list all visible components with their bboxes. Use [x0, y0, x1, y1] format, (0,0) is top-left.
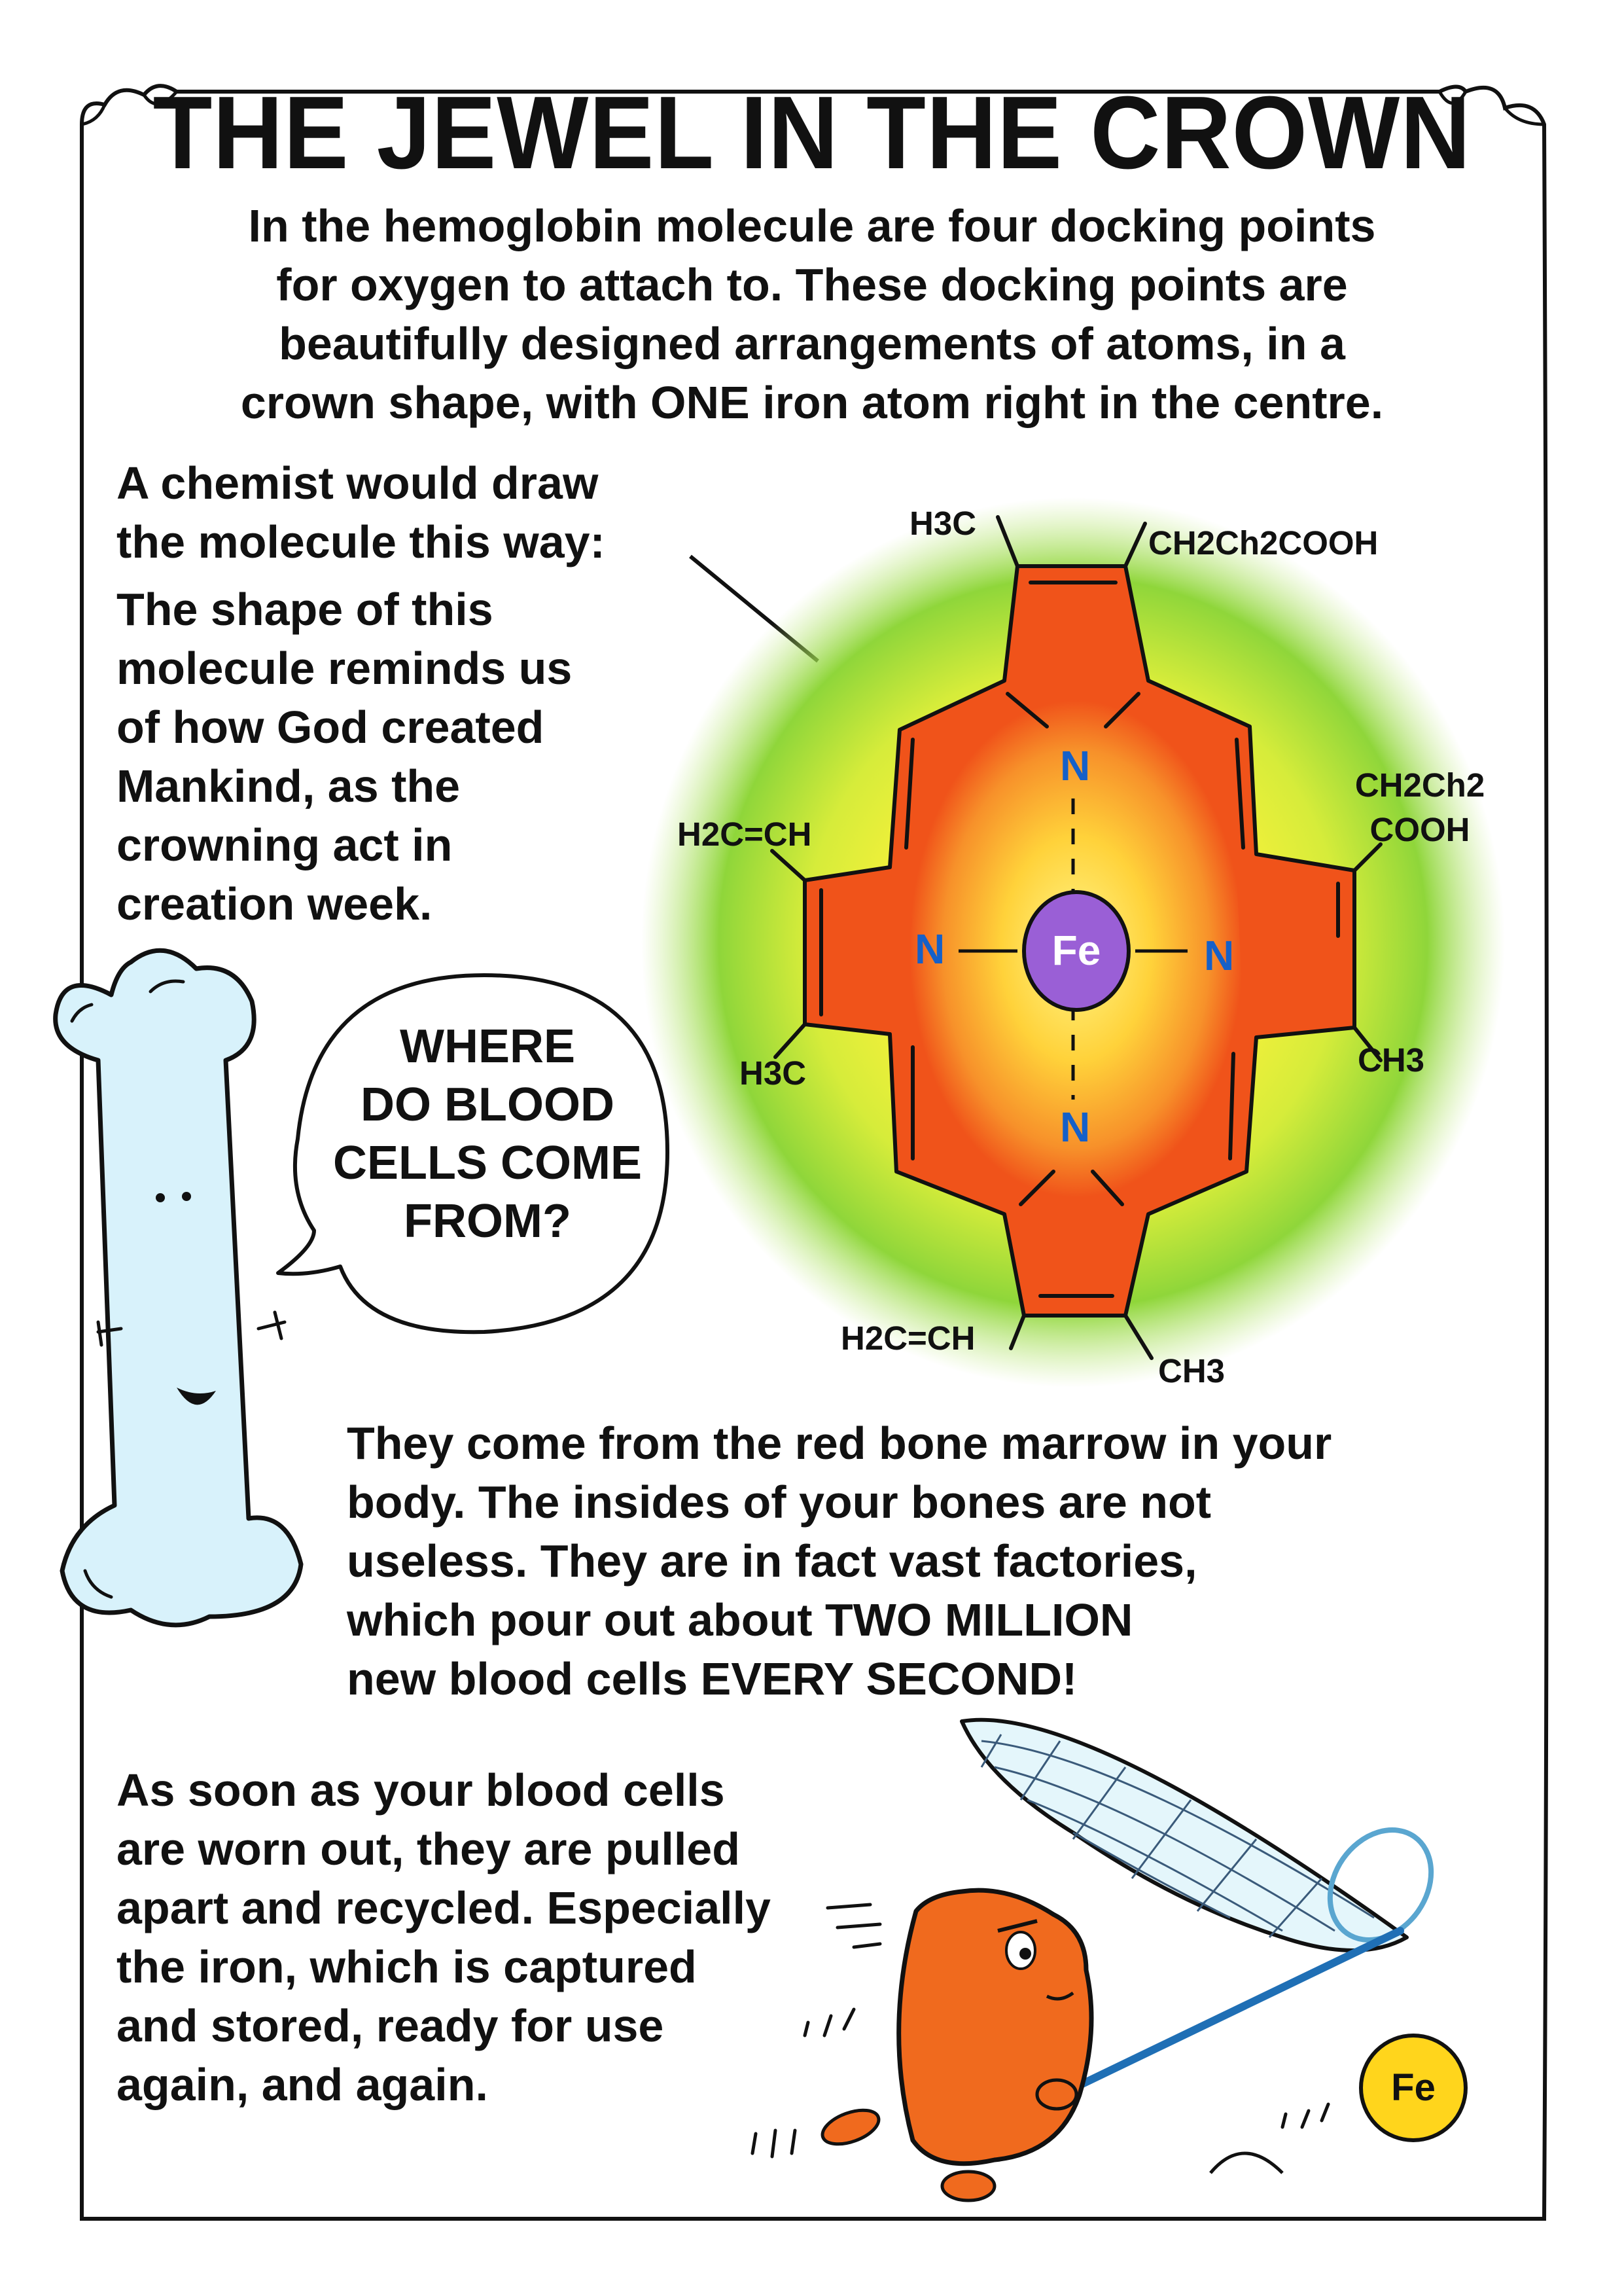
- porphyrin-ring-illustration: [641, 497, 1505, 1388]
- chemist-text: A chemist would draw the molecule this w…: [116, 454, 605, 571]
- blood-cell-with-net: [750, 1717, 1468, 2202]
- chemist-line: the molecule this way:: [116, 516, 605, 567]
- group-left-top: H2C=CH: [677, 816, 812, 853]
- intro-line: for oxygen to attach to. These docking p…: [276, 259, 1348, 310]
- shape-line: The shape of this: [116, 584, 493, 635]
- chemist-line: A chemist would draw: [116, 457, 599, 509]
- shape-line: crowning act in: [116, 819, 453, 870]
- speech-bubble-text: WHERE DO BLOOD CELLS COME FROM?: [298, 1018, 677, 1251]
- intro-paragraph: In the hemoglobin molecule are four dock…: [131, 196, 1493, 432]
- marrow-line: body. The insides of your bones are not: [347, 1477, 1212, 1528]
- fe-atom-label: Fe: [1051, 927, 1101, 974]
- recycle-line: As soon as your blood cells: [116, 1765, 725, 1816]
- group-right-top-2: COOH: [1369, 811, 1470, 848]
- bubble-line: DO BLOOD: [361, 1079, 614, 1131]
- page-title: THE JEWEL IN THE CROWN: [152, 75, 1472, 190]
- shape-line: molecule reminds us: [116, 643, 573, 694]
- marrow-line: which pour out about TWO MILLION: [347, 1594, 1133, 1645]
- group-left-bottom: H3C: [739, 1054, 807, 1092]
- intro-line: beautifully designed arrangements of ato…: [279, 318, 1345, 369]
- marrow-line: They come from the red bone marrow in yo…: [347, 1418, 1332, 1469]
- bubble-line: CELLS COME: [332, 1137, 642, 1189]
- group-bottom-left: H2C=CH: [841, 1319, 976, 1357]
- red-blood-cell-body: [896, 1888, 1094, 2166]
- bubble-line: FROM?: [404, 1195, 571, 1247]
- nitrogen-left: N: [915, 925, 945, 973]
- fe-atom: [1022, 890, 1131, 1012]
- group-top-left: H3C: [909, 505, 977, 542]
- marrow-line: new blood cells EVERY SECOND!: [347, 1653, 1078, 1704]
- iron-ball: [1359, 2034, 1468, 2142]
- marrow-line: useless. They are in fact vast factories…: [347, 1535, 1197, 1587]
- group-right-bottom: CH3: [1358, 1041, 1425, 1079]
- group-right-top-1: CH2Ch2: [1354, 766, 1485, 804]
- recycle-line: apart and recycled. Especially: [116, 1882, 771, 1933]
- nitrogen-top: N: [1060, 742, 1091, 789]
- nitrogen-bottom: N: [1060, 1103, 1091, 1151]
- shape-line: of how God created: [116, 702, 544, 753]
- recycle-line: again, and again.: [116, 2059, 488, 2110]
- shape-line: Mankind, as the: [116, 761, 461, 812]
- shape-text: The shape of this molecule reminds us of…: [116, 580, 572, 933]
- recycle-line: the iron, which is captured: [116, 1941, 697, 1992]
- nitrogen-right: N: [1204, 932, 1235, 979]
- recycle-line: are worn out, they are pulled: [116, 1823, 740, 1874]
- group-top-right: CH2Ch2COOH: [1148, 524, 1379, 562]
- butterfly-net: [960, 1717, 1409, 1952]
- bone-character: [53, 948, 304, 1628]
- shape-line: creation week.: [116, 878, 432, 929]
- recycle-line: and stored, ready for use: [116, 2000, 664, 2051]
- speech-bubble: [276, 973, 669, 1335]
- intro-line: In the hemoglobin molecule are four dock…: [248, 200, 1376, 251]
- intro-line: crown shape, with ONE iron atom right in…: [240, 377, 1384, 428]
- marrow-text: They come from the red bone marrow in yo…: [347, 1414, 1332, 1708]
- iron-ball-label: Fe: [1391, 2066, 1436, 2109]
- bubble-line: WHERE: [400, 1020, 575, 1073]
- recycle-text: As soon as your blood cells are worn out…: [116, 1761, 771, 2114]
- group-bottom-right: CH3: [1158, 1352, 1226, 1390]
